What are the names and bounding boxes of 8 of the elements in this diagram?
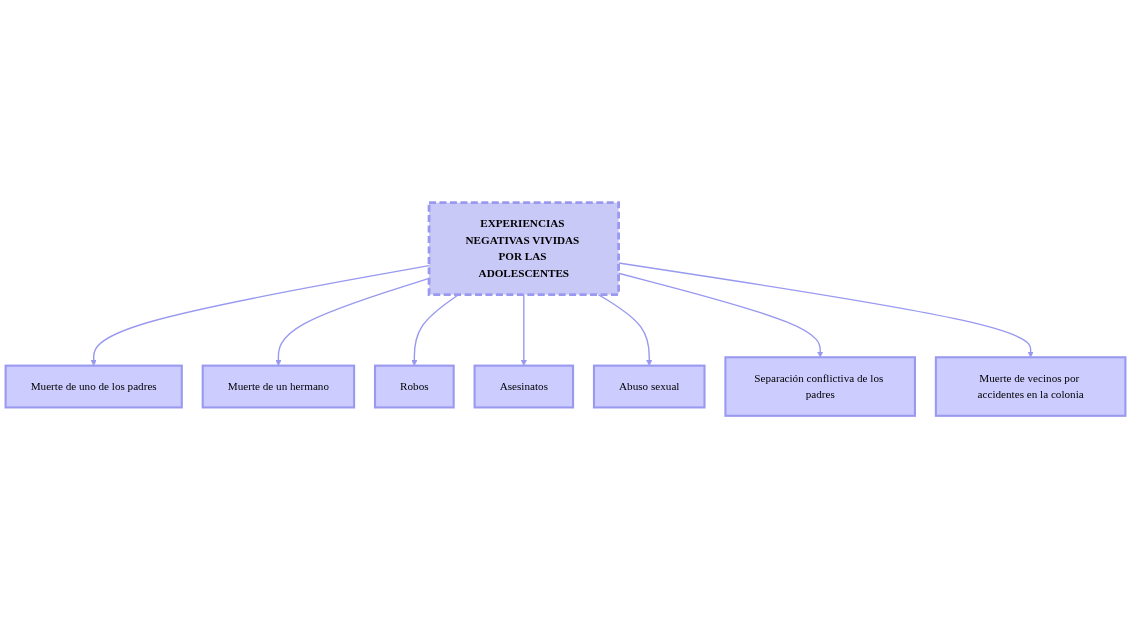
node-box: Muerte de un hermano [201,364,356,409]
node-box: Muerte de vecinos por accidentes en la colonia [934,356,1127,418]
node-box: EXPERIENCIAS NEGATIVAS VIVIDAS POR LAS ADOLESCENTES [427,201,620,297]
node-box: Asesinatos [473,364,575,409]
node-box: Muerte de uno de los padres [4,364,183,409]
node-box: Abuso sexual [592,364,706,409]
node-box: Separación conflictiva de los padres [724,356,916,418]
node-box: Robos [373,364,455,409]
